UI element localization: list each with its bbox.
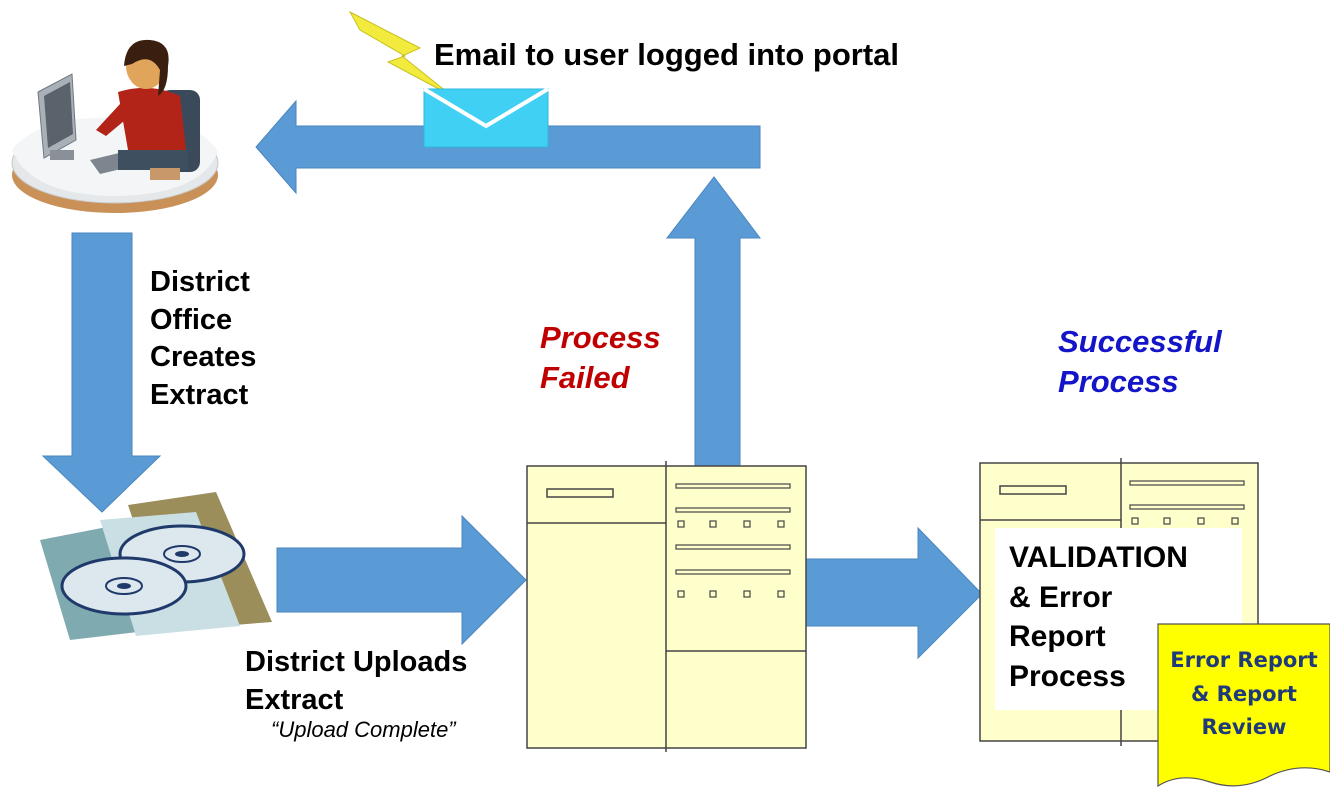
email-notification-label: Email to user logged into portal: [434, 37, 900, 72]
district-creates-extract-label: District Office Creates Extract: [150, 266, 257, 412]
upload-right-arrow: [276, 514, 527, 646]
lightning-icon: [348, 10, 453, 97]
failed-up-arrow: [665, 176, 762, 471]
successful-process-label: Successful Process: [1058, 324, 1222, 400]
error-report-document-icon: [1157, 623, 1330, 788]
envelope-icon: [422, 87, 550, 148]
error-report-review-label: Error Report & Report Review: [1170, 648, 1318, 740]
success-right-arrow: [805, 526, 983, 660]
server-rack-icon: [526, 461, 807, 752]
process-failed-label: Process Failed: [540, 320, 661, 396]
cd-discs-icon: [40, 492, 272, 640]
user-at-computer-icon: [11, 39, 219, 213]
validation-process-label: VALIDATION & Error Report Process: [1009, 541, 1188, 693]
upload-complete-label: “Upload Complete”: [271, 717, 456, 742]
create-down-arrow: [41, 232, 162, 513]
district-uploads-extract-label: District Uploads Extract: [245, 646, 468, 716]
